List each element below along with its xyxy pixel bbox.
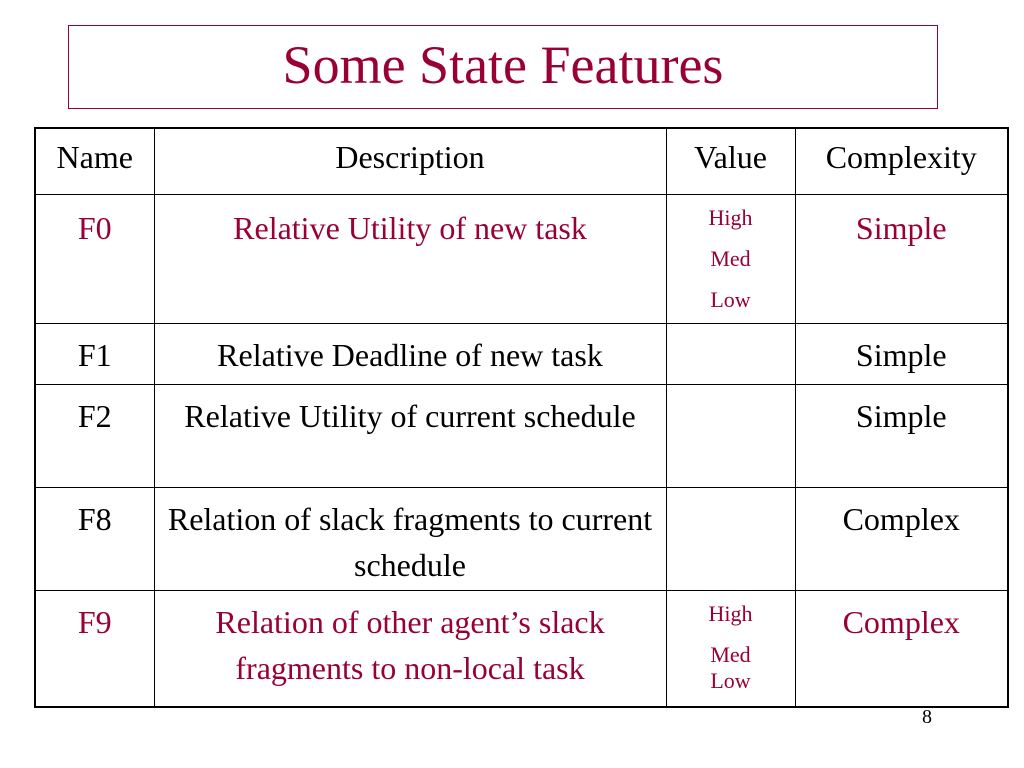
value-low: Low: [710, 668, 751, 693]
row-value: [665, 323, 796, 385]
features-table: Name Description Value Complexity F0 Rel…: [34, 127, 1009, 708]
row-complexity: Complex: [794, 590, 1009, 708]
row-value: [665, 384, 796, 488]
row-complexity: Simple: [794, 323, 1009, 385]
row-value: High Med Low: [665, 194, 796, 324]
table-row: F9 Relation of other agent’s slack fragm…: [34, 590, 1009, 708]
value-med: Med: [710, 246, 751, 271]
table-row: F1 Relative Deadline of new task Simple: [34, 323, 1009, 385]
header-value: Value: [665, 127, 796, 195]
row-value: [665, 487, 796, 591]
row-value: High Med Low: [665, 590, 796, 708]
value-high: High: [708, 601, 753, 626]
row-name: F8: [34, 487, 155, 591]
title-box: Some State Features: [68, 25, 938, 109]
header-complexity: Complexity: [794, 127, 1009, 195]
value-low: Low: [710, 287, 751, 312]
table-row: F8 Relation of slack fragments to curren…: [34, 487, 1009, 591]
table-row: F2 Relative Utility of current schedule …: [34, 384, 1009, 488]
row-name: F1: [34, 323, 155, 385]
value-list: High Med Low: [673, 197, 789, 320]
value-high: High: [708, 205, 753, 230]
header-name: Name: [34, 127, 155, 195]
table-row: F0 Relative Utility of new task High Med…: [34, 194, 1009, 324]
row-complexity: Complex: [794, 487, 1009, 591]
value-list: High Med Low: [673, 593, 789, 695]
page-number: 8: [922, 706, 932, 728]
row-description: Relative Deadline of new task: [153, 323, 667, 385]
row-description: Relation of slack fragments to current s…: [153, 487, 667, 591]
row-name: F9: [34, 590, 155, 708]
row-name: F2: [34, 384, 155, 488]
row-complexity: Simple: [794, 194, 1009, 324]
value-med: Med: [710, 642, 751, 667]
row-name: F0: [34, 194, 155, 324]
header-description: Description: [153, 127, 667, 195]
row-description: Relation of other agent’s slack fragment…: [153, 590, 667, 708]
row-complexity: Simple: [794, 384, 1009, 488]
row-description: Relative Utility of new task: [153, 194, 667, 324]
row-description: Relative Utility of current schedule: [153, 384, 667, 488]
table-header-row: Name Description Value Complexity: [34, 127, 1009, 195]
slide-title: Some State Features: [282, 35, 724, 95]
